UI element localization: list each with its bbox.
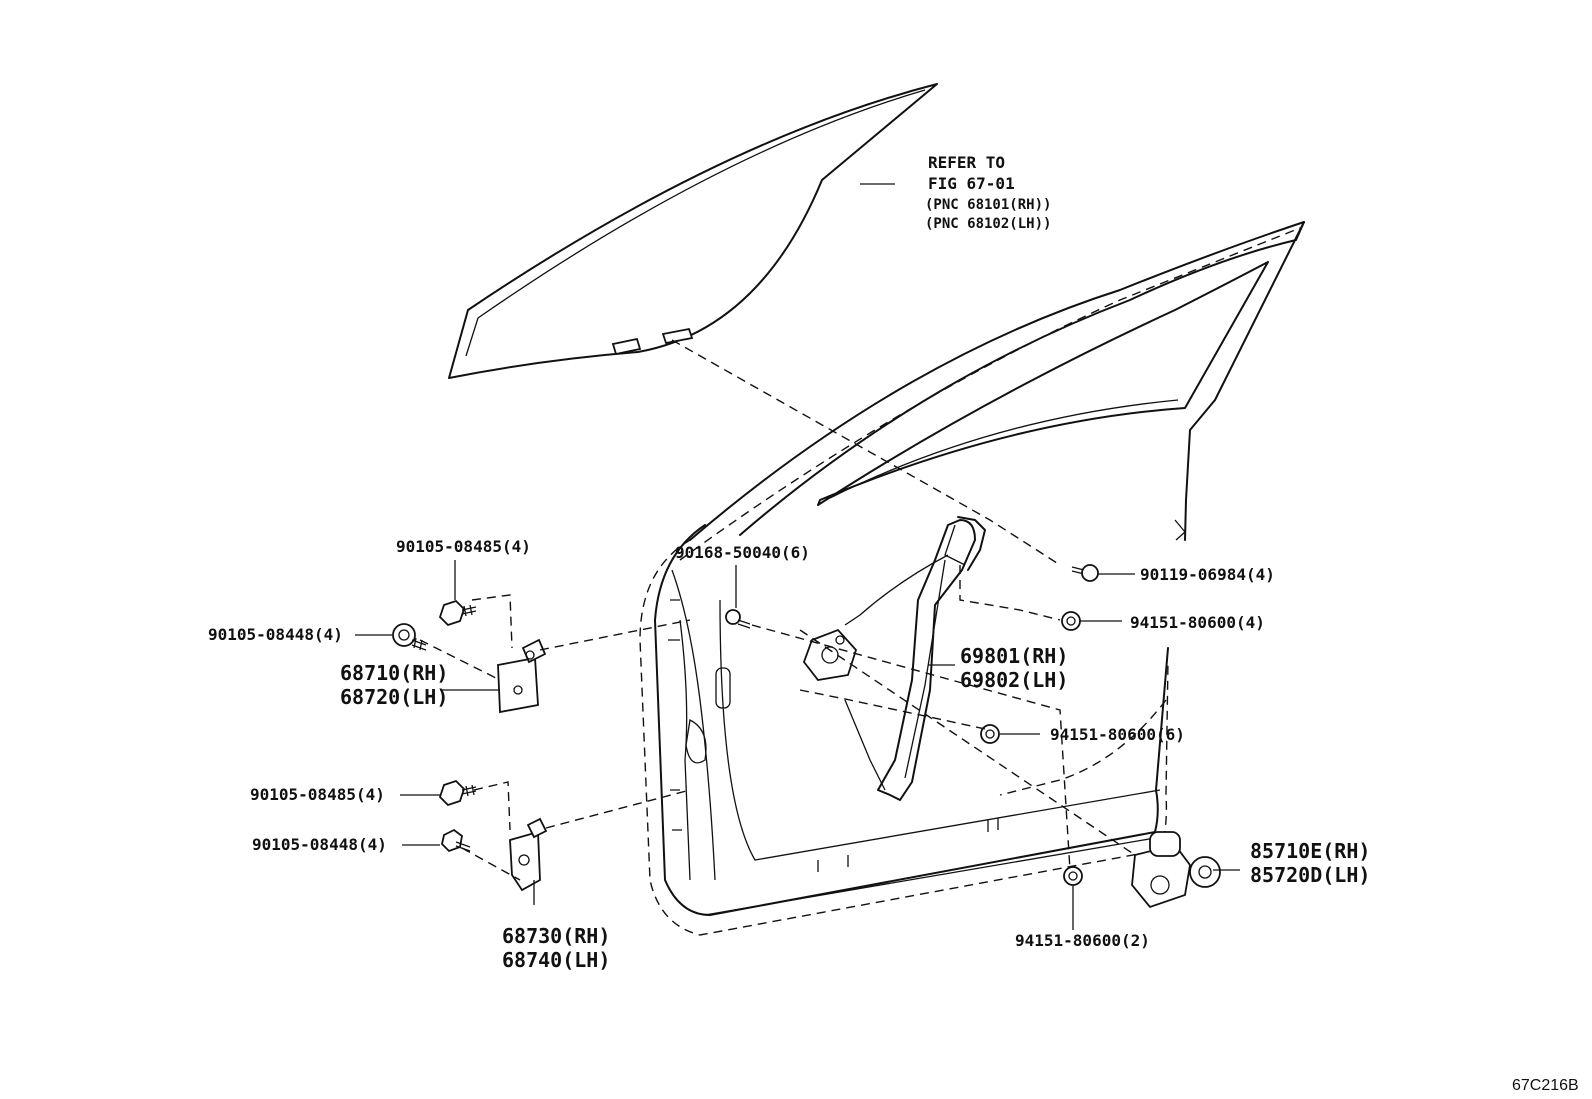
- leader-lines: [355, 183, 1240, 930]
- label-upper-hinge-rh: 68710(RH): [340, 661, 448, 685]
- window-motor: [1131, 831, 1221, 909]
- assembly-lines: [419, 339, 1136, 881]
- door-shell: [639, 524, 1169, 936]
- upper-hinge: [497, 638, 547, 714]
- label-bolt-lower-hinge-top: 90105-08485(4): [250, 785, 385, 804]
- label-bolt-upper-hinge-top: 90105-08485(4): [396, 537, 531, 556]
- label-screw-door: 90168-50040(6): [675, 543, 810, 562]
- bolt-glass: [1071, 564, 1099, 582]
- lower-hinge: [509, 817, 548, 892]
- label-nut-regulator-upper: 94151-80600(4): [1130, 613, 1265, 632]
- label-regulator-rh: 69801(RH): [960, 644, 1068, 668]
- fasteners: [392, 564, 1099, 886]
- refer-note: REFER TO FIG 67-01 (PNC 68101(RH)) (PNC …: [925, 153, 1051, 232]
- refer-line-4: (PNC 68102(LH)): [925, 216, 1051, 232]
- bolt-lower-hinge-top: [438, 779, 477, 807]
- label-regulator-lh: 69802(LH): [960, 668, 1068, 692]
- label-bolt-lower-hinge-side: 90105-08448(4): [252, 835, 387, 854]
- label-nut-motor: 94151-80600(2): [1015, 931, 1150, 950]
- refer-line-2: FIG 67-01: [928, 174, 1015, 193]
- nut-motor: [1063, 866, 1083, 886]
- label-bolt-upper-hinge-side: 90105-08448(4): [208, 625, 343, 644]
- door-glass: [448, 83, 938, 379]
- nut-regulator-upper: [1061, 611, 1081, 631]
- refer-line-1: REFER TO: [928, 153, 1005, 172]
- figure-code: 67C216B: [1512, 1077, 1579, 1094]
- bolt-upper-hinge-top: [438, 599, 477, 627]
- label-lower-hinge-lh: 68740(LH): [502, 948, 610, 972]
- window-regulator: [802, 516, 986, 801]
- screw-door: [725, 609, 751, 629]
- refer-line-3: (PNC 68101(RH)): [925, 197, 1051, 213]
- bolt-lower-hinge-side: [441, 828, 471, 853]
- label-nut-regulator-mid: 94151-80600(6): [1050, 725, 1185, 744]
- label-upper-hinge-lh: 68720(LH): [340, 685, 448, 709]
- door-frame: [679, 221, 1305, 561]
- label-motor-lh: 85720D(LH): [1250, 863, 1370, 887]
- bolt-upper-hinge-side: [392, 623, 427, 651]
- label-bolt-glass: 90119-06984(4): [1140, 565, 1275, 584]
- label-lower-hinge-rh: 68730(RH): [502, 924, 610, 948]
- nut-regulator-mid: [980, 724, 1000, 744]
- label-motor-rh: 85710E(RH): [1250, 839, 1370, 863]
